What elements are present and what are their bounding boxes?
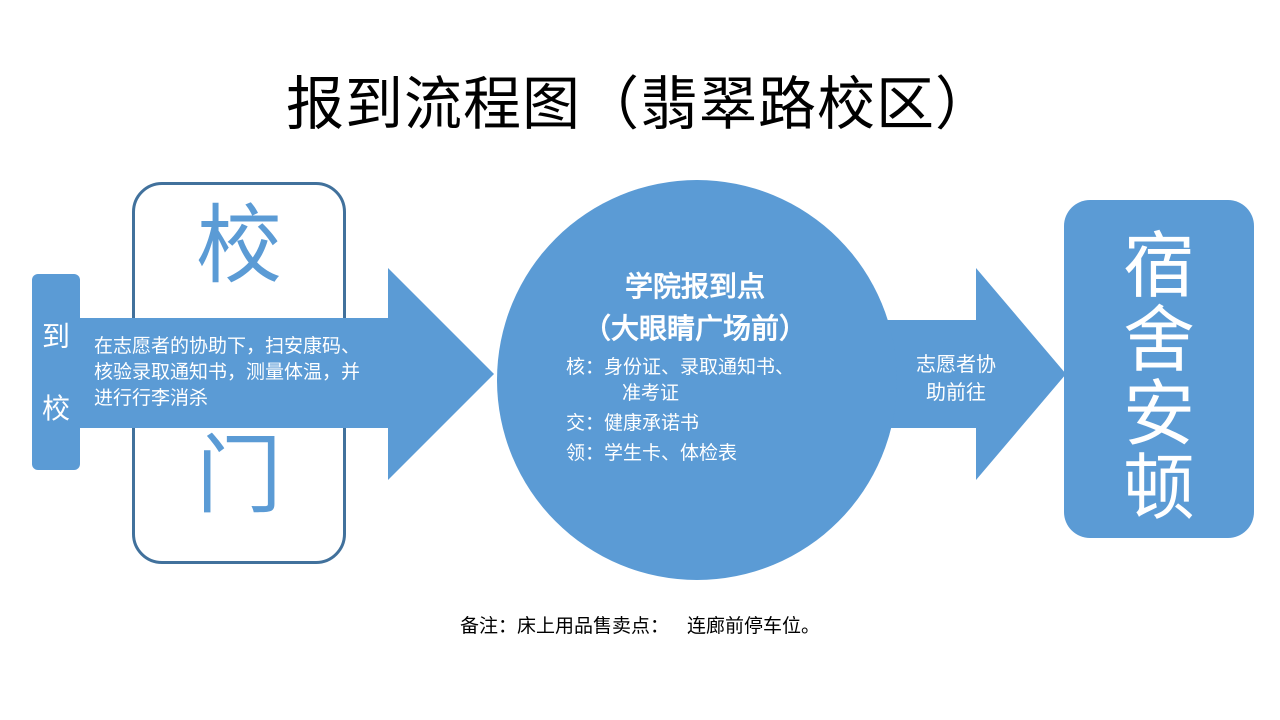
college-heading: 学院报到点 xyxy=(624,270,765,303)
college-submit: 交：健康承诺书 xyxy=(566,412,700,434)
college-check-line1: 核：身份证、录取通知书、 xyxy=(566,356,795,378)
footnote: 备注：床上用品售卖点： 连廊前停车位。 xyxy=(459,615,821,637)
step2-instructions: 志愿者协 助前往 xyxy=(896,350,1016,406)
page-title: 报到流程图（翡翠路校区） xyxy=(285,70,994,138)
step1-arrow xyxy=(78,268,494,480)
step2-line2: 助前往 xyxy=(926,380,986,404)
step2-arrow xyxy=(880,268,1066,480)
dorm-char: 舍 xyxy=(1122,298,1195,382)
dorm-char: 安 xyxy=(1122,372,1195,456)
arrival-char-top: 到 xyxy=(41,320,70,353)
step1-line: 在志愿者的协助下，扫安康码、 xyxy=(94,335,361,357)
gate-char-bottom: 门 xyxy=(196,426,282,526)
college-checkpoint-circle xyxy=(497,180,897,580)
college-check-line2: 准考证 xyxy=(622,382,680,404)
dorm-char: 宿 xyxy=(1122,224,1195,308)
dormitory-box xyxy=(1064,200,1254,538)
step1-line: 核验录取通知书，测量体温，并 xyxy=(94,361,361,383)
dorm-char: 顿 xyxy=(1122,446,1195,530)
gate-char-top: 校 xyxy=(196,196,282,296)
college-location: （大眼睛广场前） xyxy=(582,312,807,345)
step1-instructions: 在志愿者的协助下，扫安康码、 核验录取通知书，测量体温，并 进行行李消杀 xyxy=(94,333,434,411)
arrival-tab xyxy=(32,274,80,470)
step1-line: 进行行李消杀 xyxy=(94,387,209,409)
step2-line1: 志愿者协 xyxy=(916,352,996,376)
arrival-char-bottom: 校 xyxy=(41,392,70,425)
college-receive: 领：学生卡、体检表 xyxy=(566,442,738,464)
